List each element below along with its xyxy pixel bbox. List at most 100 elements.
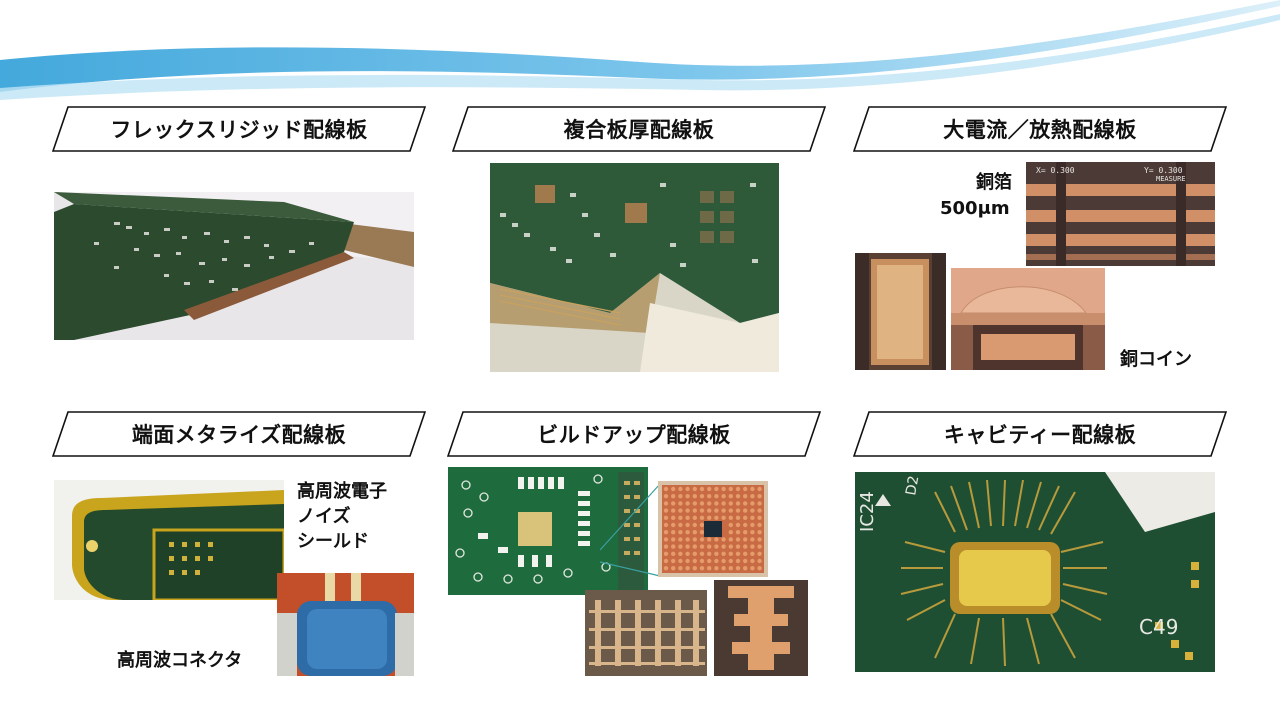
bga-pad <box>685 522 690 528</box>
cavity-ref-ic24: IC24 <box>857 491 878 532</box>
bga-pad <box>685 566 690 571</box>
bga-pad <box>671 537 676 542</box>
bga-pad <box>743 501 748 506</box>
bga-pad <box>721 515 726 520</box>
bga-pad <box>707 501 712 506</box>
noise-shield-label-line2: ノイズ <box>297 506 351 527</box>
bga-pad <box>692 515 697 520</box>
bga-pad <box>714 551 719 556</box>
bga-pad <box>671 501 676 506</box>
bga-pad <box>707 551 712 556</box>
buildup-board-photo <box>448 467 648 595</box>
bga-pad <box>757 486 762 492</box>
bga-pad <box>714 566 719 571</box>
bga-pad <box>743 558 748 564</box>
bga-pad <box>735 558 741 564</box>
bga-pad <box>707 566 712 571</box>
bga-pad <box>714 558 719 564</box>
bga-pad <box>671 515 676 520</box>
bga-pad <box>685 530 690 535</box>
measure-mode-readout: MEASURE <box>1156 175 1186 183</box>
header-wave-decoration <box>0 0 1280 100</box>
bga-pad <box>699 566 705 571</box>
bga-pad <box>757 551 762 556</box>
bga-pad <box>685 486 690 492</box>
bga-pad <box>699 486 705 492</box>
bga-pad <box>750 537 755 542</box>
copper-coin-board-photo <box>951 268 1105 370</box>
noise-shield-label-line3: シールド <box>297 531 369 552</box>
bga-pad <box>699 515 705 520</box>
bga-pad <box>678 566 683 571</box>
bga-pad <box>678 558 683 564</box>
bga-pad <box>728 486 733 492</box>
buildup-callout-lines <box>600 483 661 577</box>
bga-pad <box>699 530 705 535</box>
bga-pad <box>678 486 683 492</box>
bga-pad <box>721 494 726 499</box>
bga-pad <box>735 530 741 535</box>
bga-pad <box>728 501 733 506</box>
microvia-cross-section-photo-1 <box>585 590 707 676</box>
copper-thickness-label: 500μm <box>940 198 1010 219</box>
bga-pad <box>685 501 690 506</box>
bga-pad <box>671 522 676 528</box>
bga-pad <box>735 566 741 571</box>
bga-pad <box>735 486 741 492</box>
bga-pad <box>735 551 741 556</box>
bga-pad <box>750 544 755 549</box>
bga-pad <box>750 558 755 564</box>
noise-shield-label-line1: 高周波電子 <box>297 481 387 502</box>
bga-pad <box>735 544 741 549</box>
bga-pad <box>750 566 755 571</box>
bga-pad <box>692 530 697 535</box>
bga-pad <box>728 508 733 513</box>
bga-pad <box>757 515 762 520</box>
edge-metallize-board-photo <box>54 480 284 600</box>
rf-connector-label: 高周波コネクタ <box>117 650 243 671</box>
bga-pad <box>663 522 669 528</box>
bga-pad <box>728 515 733 520</box>
bga-pad <box>692 558 697 564</box>
measure-y-readout: Y= 0.300 <box>1144 166 1183 175</box>
bga-pad <box>757 544 762 549</box>
bga-pad <box>728 558 733 564</box>
bga-pad <box>757 494 762 499</box>
bga-pad <box>678 522 683 528</box>
bga-pad <box>750 515 755 520</box>
bga-pad <box>692 551 697 556</box>
bga-pad <box>692 522 697 528</box>
bga-pad <box>728 544 733 549</box>
bga-pad <box>714 494 719 499</box>
bga-pad <box>750 486 755 492</box>
bga-pad <box>757 501 762 506</box>
bga-pad <box>671 508 676 513</box>
bga-pad <box>721 508 726 513</box>
bga-pad <box>735 501 741 506</box>
bga-pad <box>685 537 690 542</box>
bga-pad <box>743 530 748 535</box>
copper-coin-label: 銅コイン <box>1120 349 1192 370</box>
bga-pad <box>678 515 683 520</box>
bga-pad <box>699 537 705 542</box>
bga-pad <box>692 566 697 571</box>
bga-pad <box>743 566 748 571</box>
bga-pad <box>671 486 676 492</box>
bga-pad <box>663 566 669 571</box>
bga-pad <box>663 486 669 492</box>
bga-pad <box>707 508 712 513</box>
panel-title-high-current-heat: 大電流／放熱配線板 <box>853 106 1227 152</box>
bga-pad <box>757 522 762 528</box>
bga-pad <box>663 515 669 520</box>
bga-pad <box>721 544 726 549</box>
bga-pad <box>671 530 676 535</box>
bga-pad <box>750 494 755 499</box>
bga-pad <box>750 508 755 513</box>
bga-pad <box>721 537 726 542</box>
bga-pad <box>699 501 705 506</box>
bga-pad <box>663 558 669 564</box>
bga-pad <box>728 537 733 542</box>
bga-pad <box>721 566 726 571</box>
bga-pad <box>678 551 683 556</box>
bga-pad <box>743 508 748 513</box>
